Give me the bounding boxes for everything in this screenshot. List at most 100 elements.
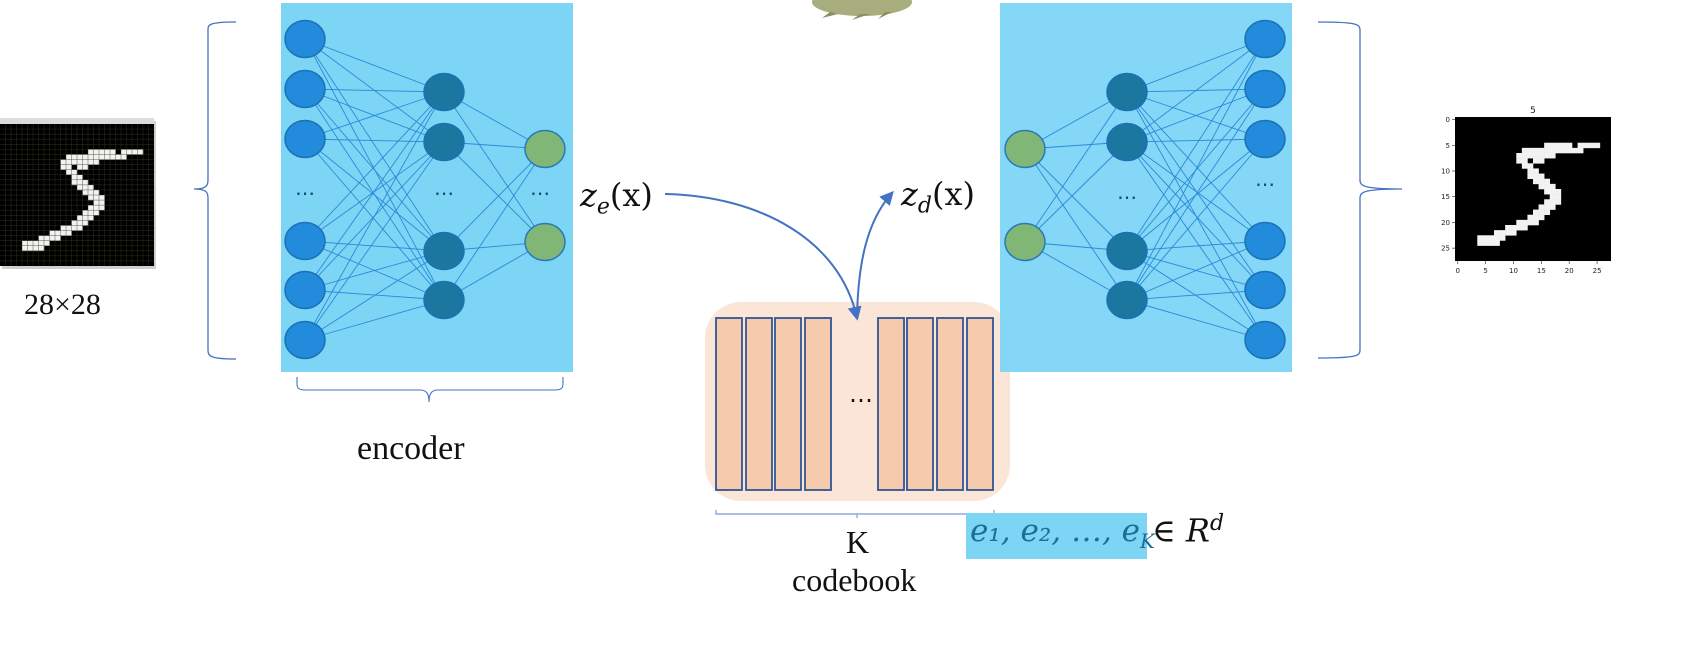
y-tick-label: 10 [1441,168,1450,176]
output-plot-pixel [1544,204,1551,210]
encoder-hidden-node [423,122,465,162]
encoder-input-ellipsis: ⋯ [295,181,315,205]
output-plot-pixel [1538,158,1545,164]
decoder-edge [1126,250,1266,341]
output-plot-pixel [1533,209,1539,216]
input-image-pixel [66,225,72,231]
input-image-pixel [60,164,67,170]
output-plot-pixel [1505,225,1512,231]
encoder-edge [304,91,445,140]
codebook-label: codebook [792,562,917,598]
input-image-pixel [93,205,100,211]
decoder-edge [1126,88,1266,143]
input-image-pixel [110,154,116,160]
output-plot-pixel [1533,178,1539,185]
input-image-pixel [115,154,122,160]
encoder-edge [304,88,445,252]
input-size-label: 28×28 [24,288,101,321]
output-plot-pixel [1544,189,1551,195]
output-plot-pixel [1533,158,1539,164]
output-plot-pixel [1555,199,1562,205]
input-image-pixel [137,149,144,155]
output-plot-pixel [1505,230,1512,236]
input-image-pixel [88,189,94,196]
encoder-edge [304,91,445,242]
input-image-pixel [82,184,89,191]
input-image-pixel [104,149,111,155]
input-image-pixel [71,169,78,176]
output-plot-pixel [1527,147,1534,154]
output-plot-pixel [1549,204,1556,210]
output-plot-pixel [1510,230,1517,236]
input-image-pixel [77,154,83,160]
input-image-pixel [66,154,72,160]
output-plot-pixel [1588,142,1595,149]
input-image-pixel [82,179,89,186]
decoder-output-node [1244,69,1286,109]
input-image-pixel [110,149,116,155]
decorative-artwork-top [812,0,912,20]
output-plot-pixel [1482,240,1489,246]
input-image-pixel [77,184,83,191]
encoder-edge [304,38,445,93]
input-image-pixel [71,179,78,186]
x-tick-label: 20 [1565,267,1574,275]
output-plot-pixel [1560,147,1567,154]
output-plot-pixel [1555,147,1562,154]
encoder-hidden-node [423,231,465,271]
encoder-edge [443,148,546,252]
encoder-edge [304,91,445,341]
input-brace [193,21,237,360]
output-plot-pixel [1549,142,1556,149]
output-plot-pixel [1527,163,1534,169]
input-image-pixel [93,200,100,206]
output-plot-pixel [1544,178,1551,185]
input-image-pixel [66,230,72,236]
output-plot-pixel [1527,173,1534,180]
membership-label: ∈ Rd [1152,511,1224,550]
output-plot-pixel [1533,214,1539,221]
ze-arg: (x) [609,176,653,214]
output-brace [1317,21,1403,359]
decoder-edge [1126,240,1266,252]
decoder-edge [1024,148,1128,301]
output-plot-pixel [1549,147,1556,154]
input-image-pixel [77,215,83,221]
output-plot-pixel [1566,147,1573,154]
input-image-pixel [88,215,94,221]
input-image-pixel [71,220,78,226]
input-image-pixel [38,240,45,247]
encoder-edge [304,138,445,301]
input-image-pixel [93,154,100,160]
input-image-pixel [71,225,78,231]
codebook-to-zd-arrow [856,190,894,319]
output-plot-pixel [1572,147,1578,154]
y-tick-label: 20 [1441,219,1450,227]
decoder-edge [1126,38,1266,93]
input-image-pixel [77,179,83,186]
output-plot-pixel [1560,142,1567,149]
encoder-input-node [284,119,326,159]
output-plot-pixel [1544,183,1551,190]
decoder-edge [1126,88,1266,301]
input-image-pixel [77,220,83,226]
input-image-pixel [93,159,100,165]
output-plot-pixel [1477,235,1484,241]
output-plot-pixel [1521,219,1528,226]
input-image-pixel [82,159,89,165]
output-plot-pixel [1494,235,1500,241]
encoder-edge [443,148,546,301]
codebook-k-label: K [846,524,870,560]
encoder-latent-ellipsis: ⋯ [530,181,550,205]
encoder-hidden-node [423,72,465,112]
zd-base: z [901,175,918,213]
zd-sub: d [917,193,932,219]
input-image-pixel [88,205,94,211]
output-plot-pixel [1577,147,1584,154]
x-tick-label: 25 [1593,267,1602,275]
codebook-vectors [715,317,994,491]
encoder-hidden-node [423,280,465,320]
zd-label: zd(x) [901,175,975,218]
decoder-latent-node [1004,129,1046,169]
